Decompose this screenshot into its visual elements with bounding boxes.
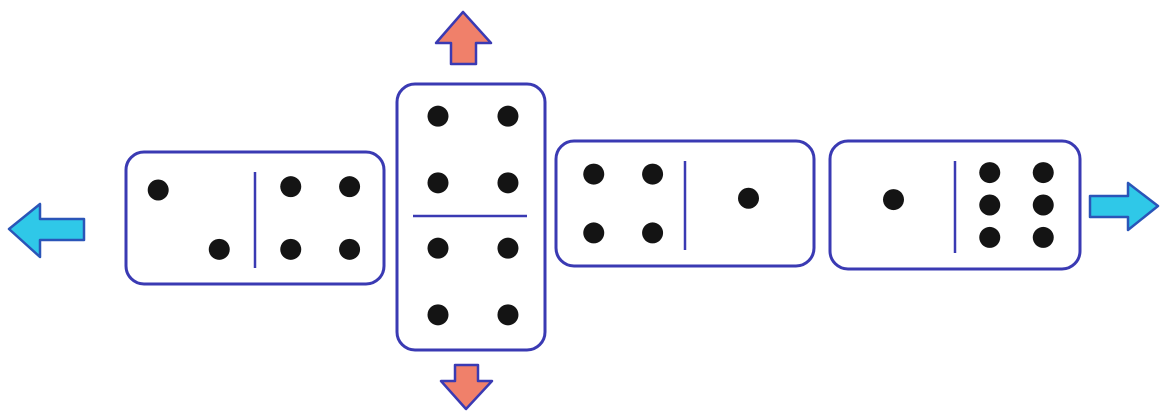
domino-2-half2-pip <box>428 238 449 259</box>
arrow-right-shape <box>1090 183 1158 230</box>
domino-2-half1-pip <box>497 106 518 127</box>
domino-4-half2-pip <box>979 162 1000 183</box>
domino-1-half1-pip <box>209 239 230 260</box>
arrow-up-icon <box>436 12 491 64</box>
domino-1-half2-pip <box>280 176 301 197</box>
domino-3-half1-pip <box>583 222 604 243</box>
domino-4-half2-pip <box>1033 162 1054 183</box>
domino-2-half1-pip <box>428 172 449 193</box>
domino-4-half2-pip <box>1033 227 1054 248</box>
domino-4-half2-pip <box>1033 195 1054 216</box>
domino-3-half1-pip <box>642 222 663 243</box>
domino-2-half2-pip <box>497 238 518 259</box>
domino-3-half1-pip <box>642 164 663 185</box>
arrow-up-shape <box>436 12 491 64</box>
domino-3-half1-pip <box>583 164 604 185</box>
domino-2-half1-pip <box>497 172 518 193</box>
domino-1 <box>126 152 384 284</box>
domino-4 <box>830 141 1080 269</box>
domino-4-half2-pip <box>979 227 1000 248</box>
domino-4-half2-pip <box>979 195 1000 216</box>
arrow-down-shape <box>441 365 492 409</box>
domino-4-half1-pip <box>883 189 904 210</box>
domino-1-half1-pip <box>148 180 169 201</box>
domino-2-half1-pip <box>428 106 449 127</box>
domino-1-half2-pip <box>339 239 360 260</box>
domino-3-half2-pip <box>738 188 759 209</box>
arrow-down-icon <box>441 365 492 409</box>
domino-3 <box>556 141 814 266</box>
domino-2-half2-pip <box>428 304 449 325</box>
domino-2-half2-pip <box>497 304 518 325</box>
domino-2 <box>397 84 545 350</box>
domino-1-half2-pip <box>280 239 301 260</box>
arrow-left-icon <box>9 204 84 257</box>
dominoes-layer <box>126 84 1080 350</box>
domino-1-half2-pip <box>339 176 360 197</box>
arrow-left-shape <box>9 204 84 257</box>
arrow-right-icon <box>1090 183 1158 230</box>
